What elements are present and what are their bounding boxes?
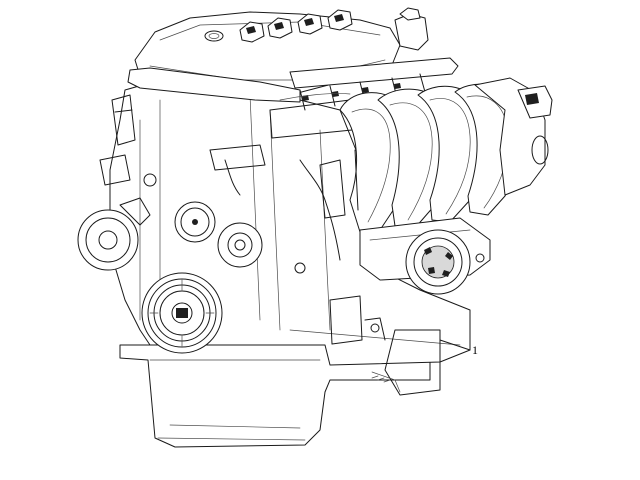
accessory-pulley xyxy=(77,197,151,271)
callout-1: 1 xyxy=(439,339,478,357)
valve-cover xyxy=(127,11,401,103)
flywheel xyxy=(405,229,471,295)
fuel-rail xyxy=(269,57,459,139)
callout-label: 1 xyxy=(472,343,478,357)
brackets-and-hoses xyxy=(99,94,485,396)
water-pump-pulley xyxy=(217,222,263,268)
intake-manifold xyxy=(339,77,553,233)
ignition-coils xyxy=(239,7,429,51)
leader-line xyxy=(439,339,471,351)
timing-sprocket xyxy=(174,201,216,243)
oil-pan xyxy=(119,337,431,448)
crankshaft-pulley xyxy=(141,272,223,354)
